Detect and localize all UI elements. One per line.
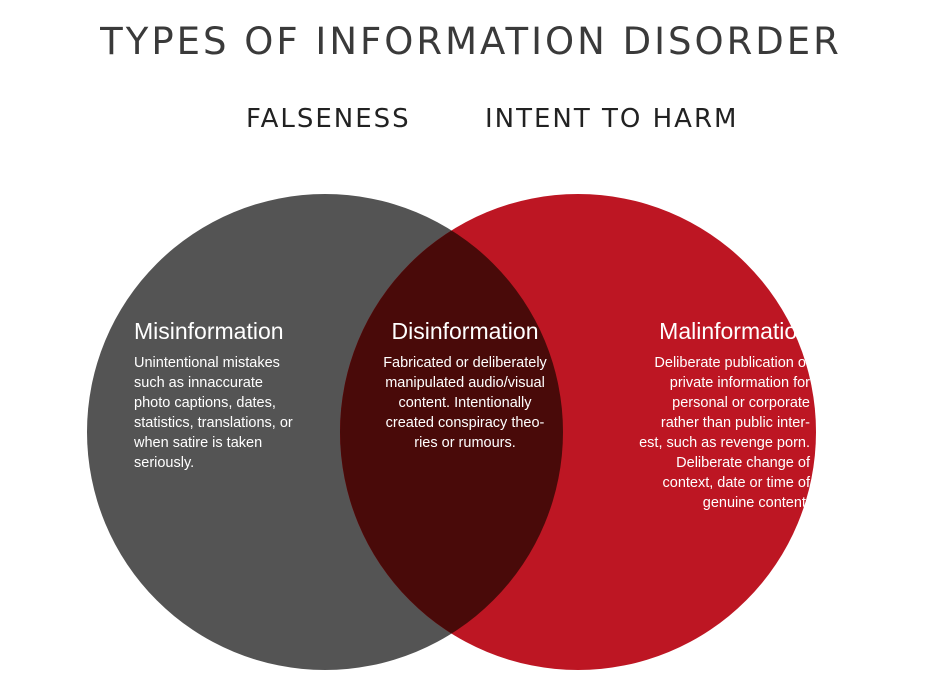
description-line: rather than public inter- bbox=[660, 415, 810, 431]
description-line: genuine content. bbox=[702, 495, 810, 511]
description-line: private information for bbox=[669, 375, 810, 391]
description-line: content. Intentionally bbox=[398, 395, 532, 411]
description-line: Unintentional mistakes bbox=[134, 355, 280, 371]
misinformation-region: Misinformation Unintentional mistakes su… bbox=[134, 318, 334, 473]
malinformation-description: Deliberate publication of private inform… bbox=[600, 353, 810, 513]
description-line: ries or rumours. bbox=[414, 435, 516, 451]
description-line: such as innaccurate bbox=[134, 375, 263, 391]
description-line: personal or corporate bbox=[672, 395, 810, 411]
description-line: Deliberate change of bbox=[676, 455, 810, 471]
disinformation-region: Disinformation Fabricated or deliberatel… bbox=[360, 318, 570, 453]
description-line: Deliberate publication of bbox=[654, 355, 810, 371]
falseness-set-label: FALSENESS bbox=[246, 104, 411, 134]
overlap-region bbox=[340, 194, 563, 670]
description-line: when satire is taken bbox=[134, 435, 263, 451]
misinformation-heading: Misinformation bbox=[134, 318, 284, 344]
description-line: context, date or time of bbox=[662, 475, 811, 491]
description-line: seriously. bbox=[134, 455, 195, 471]
malinformation-region: Malinformation Deliberate publication of… bbox=[600, 318, 810, 513]
diagram-title: TYPES OF INFORMATION DISORDER bbox=[100, 20, 842, 63]
description-line: statistics, translations, or bbox=[134, 415, 293, 431]
description-line: created conspiracy theo- bbox=[385, 415, 545, 431]
description-line: manipulated audio/visual bbox=[385, 375, 545, 391]
disinformation-heading: Disinformation bbox=[391, 318, 539, 344]
description-line: est, such as revenge porn. bbox=[639, 435, 810, 451]
malinformation-heading: Malinformation bbox=[659, 318, 810, 344]
description-line: photo captions, dates, bbox=[134, 395, 276, 411]
disinformation-description: Fabricated or deliberately manipulated a… bbox=[360, 353, 570, 453]
misinformation-description: Unintentional mistakes such as innaccura… bbox=[134, 353, 334, 473]
intent-to-harm-set-label: INTENT TO HARM bbox=[485, 104, 739, 134]
description-line: Fabricated or deliberately bbox=[383, 355, 547, 371]
